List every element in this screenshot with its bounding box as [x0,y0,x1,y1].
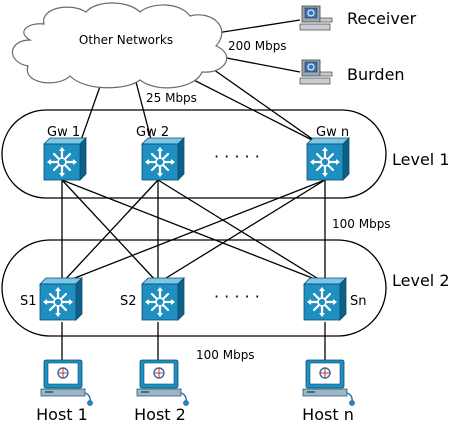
host-label: Host n [302,405,354,424]
switch-label: S1 [20,294,37,309]
inter-level-bandwidth-label: 100 Mbps [332,217,391,231]
network-links [61,19,326,362]
switch-2: S2 [120,276,186,322]
gateway-label: Gw 1 [47,125,80,140]
burden-node: Burden [299,59,405,85]
switch-label: S2 [120,294,137,309]
host-label: Host 1 [36,405,88,424]
link-cloud-burden [215,55,301,73]
router-icon [42,136,88,182]
switch-n: Sn [302,276,367,322]
computer-icon [40,359,94,407]
computer-icon [136,359,190,407]
level1-group: Level 1 Gw 1 Gw 2 · · · · · Gw n [1,109,450,199]
switch-icon [302,276,348,322]
host-1: Host 1 [36,359,94,424]
burden-label: Burden [347,65,405,84]
cloud-label: Other Networks [79,33,173,47]
link-cloud-gwn [177,71,319,144]
level2-label: Level 2 [392,271,450,290]
gateway-1: Gw 1 [42,125,88,182]
gateway-n: Gw n [305,125,351,182]
receiver-node: Receiver [299,5,417,31]
host-label: Host 2 [134,405,186,424]
other-networks-cloud: Other Networks [11,2,228,89]
host-bandwidth-label: 100 Mbps [196,348,255,362]
uplink-bandwidth-label: 25 Mbps [146,91,197,105]
router-icon [305,136,351,182]
computer-icon [302,359,356,407]
switch-icon [140,276,186,322]
level2-group: Level 2 S1 S2 · · · · · Sn [1,239,450,337]
link-cloud-receiver [209,19,301,35]
gateway-2: Gw 2 [136,125,186,182]
link-cloud-gw2 [135,81,153,144]
switch-1: S1 [20,276,84,322]
external-bandwidth-label: 200 Mbps [228,39,287,53]
receiver-pc-icon [299,5,333,31]
switch-label: Sn [350,294,367,309]
gateway-label: Gw 2 [136,125,169,140]
receiver-label: Receiver [347,9,417,28]
level1-ellipsis: · · · · · [214,147,260,166]
level2-boundary [1,239,387,337]
link-cloud-gwn-2 [199,59,319,144]
switch-icon [38,276,84,322]
level1-boundary [1,109,387,199]
level1-label: Level 1 [392,150,450,169]
burden-pc-icon [299,59,333,85]
level2-ellipsis: · · · · · [214,287,260,306]
host-2: Host 2 [134,359,190,424]
router-icon [140,136,186,182]
host-n: Host n [302,359,356,424]
gateway-label: Gw n [316,125,349,140]
